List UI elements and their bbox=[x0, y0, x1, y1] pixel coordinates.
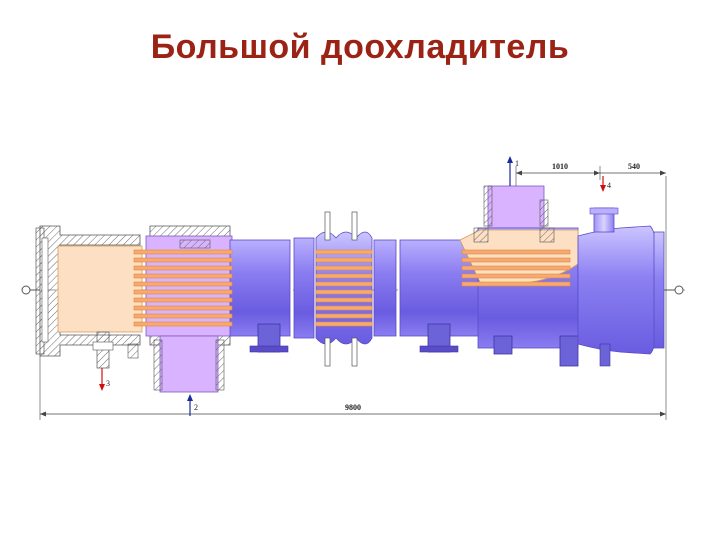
nozzle-spacing-label: 1010 bbox=[552, 162, 568, 171]
tube bbox=[461, 257, 571, 263]
tube bbox=[315, 257, 373, 263]
tube bbox=[133, 289, 233, 295]
end-length-label: 540 bbox=[628, 162, 640, 171]
arrow-down-icon bbox=[600, 185, 606, 192]
tube bbox=[315, 289, 373, 295]
expansion-joint bbox=[315, 211, 373, 367]
nozzle-1-body bbox=[487, 185, 545, 229]
arrow-down-icon bbox=[99, 384, 105, 391]
support-3 bbox=[493, 335, 513, 355]
shell-segment-2 bbox=[373, 239, 481, 353]
right-head bbox=[577, 207, 684, 367]
inlet-chamber bbox=[57, 245, 143, 333]
outlet-section bbox=[459, 185, 579, 367]
tube bbox=[133, 297, 233, 303]
port-1-label: 1 bbox=[515, 159, 519, 168]
support-4 bbox=[559, 335, 579, 367]
port-1-arrow: 1 bbox=[507, 156, 519, 186]
arrow-up-icon bbox=[187, 394, 193, 401]
tube bbox=[315, 305, 373, 311]
tube bbox=[133, 305, 233, 311]
tube-bundle bbox=[133, 249, 571, 327]
tube bbox=[315, 281, 373, 287]
tube bbox=[133, 257, 233, 263]
port-3-arrow: 3 bbox=[99, 368, 110, 391]
tube bbox=[461, 265, 571, 271]
tube bbox=[133, 249, 233, 255]
tube bbox=[315, 313, 373, 319]
arrow-up-icon bbox=[507, 156, 513, 163]
port-3-label: 3 bbox=[106, 379, 110, 388]
tube bbox=[133, 313, 233, 319]
tube bbox=[133, 321, 233, 327]
left-header bbox=[21, 225, 143, 369]
tube bbox=[461, 273, 571, 279]
tube bbox=[315, 265, 373, 271]
tube bbox=[133, 281, 233, 287]
port-4-label: 4 bbox=[607, 181, 611, 190]
tube bbox=[461, 281, 571, 287]
nozzle-2-body bbox=[159, 335, 219, 393]
overall-length-label: 9800 bbox=[345, 403, 361, 412]
tube bbox=[133, 265, 233, 271]
shell-segment-1 bbox=[229, 237, 315, 353]
tube bbox=[461, 249, 571, 255]
tube bbox=[315, 297, 373, 303]
tube bbox=[315, 249, 373, 255]
port-2-label: 2 bbox=[194, 403, 198, 412]
slide-title: Большой доохладитель bbox=[150, 28, 570, 66]
dimension-top: 1010 540 bbox=[515, 162, 666, 186]
right-lug bbox=[674, 285, 684, 295]
tube bbox=[315, 321, 373, 327]
dimension-overall: 9800 bbox=[39, 176, 667, 420]
port-2-arrow: 2 bbox=[187, 394, 198, 416]
left-lug bbox=[21, 285, 31, 295]
port-4-arrow: 4 bbox=[600, 176, 611, 192]
tube bbox=[133, 273, 233, 279]
tube bbox=[315, 273, 373, 279]
